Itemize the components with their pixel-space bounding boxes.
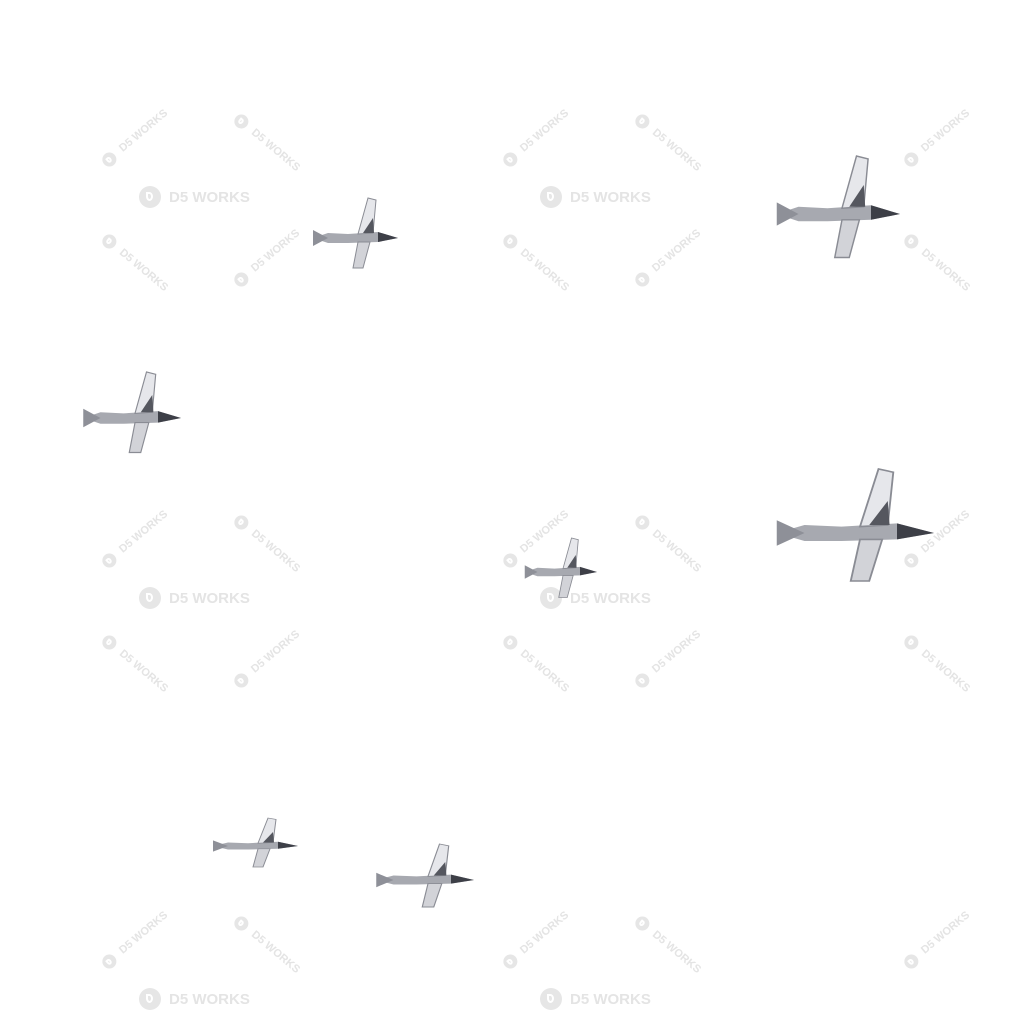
- watermark: D5 WORKS: [139, 186, 250, 208]
- watermark-text: D5 WORKS: [169, 188, 250, 206]
- bird-3: [82, 371, 182, 454]
- watermark-text: D5 WORKS: [169, 990, 250, 1008]
- bird-4: [524, 537, 598, 598]
- watermark-text: D5 WORKS: [570, 188, 651, 206]
- d5-logo-icon: [540, 587, 562, 609]
- bird-6: [212, 817, 299, 868]
- watermark-text: D5 WORKS: [169, 589, 250, 607]
- watermark: D5 WORKS: [540, 587, 651, 609]
- bird-7: [375, 843, 475, 908]
- d5-logo-icon: [139, 587, 161, 609]
- bird-2: [776, 155, 901, 259]
- bird-5: [775, 468, 935, 582]
- watermark: D5 WORKS: [540, 186, 651, 208]
- d5-logo-icon: [139, 186, 161, 208]
- watermark-text: D5 WORKS: [570, 990, 651, 1008]
- bird-1: [312, 197, 399, 269]
- watermark: D5 WORKS: [139, 988, 250, 1010]
- d5-logo-icon: [540, 186, 562, 208]
- d5-logo-icon: [540, 988, 562, 1010]
- watermark: D5 WORKS: [139, 587, 250, 609]
- watermark: D5 WORKS: [540, 988, 651, 1010]
- watermark-text: D5 WORKS: [570, 589, 651, 607]
- d5-logo-icon: [139, 988, 161, 1010]
